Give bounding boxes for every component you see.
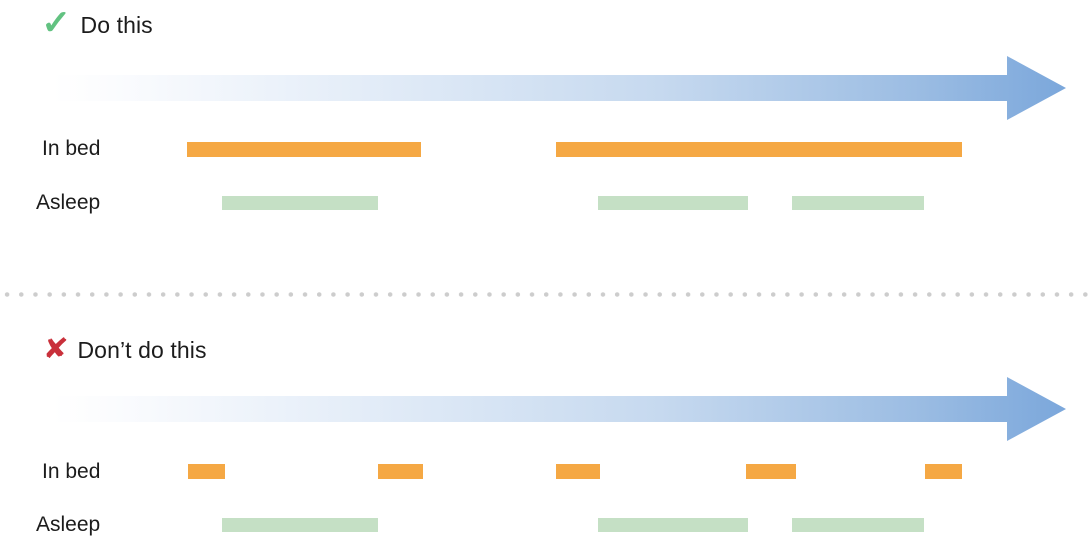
bar-asleep [222,518,378,532]
bar-asleep [792,518,924,532]
bar-in-bed [188,464,225,479]
heading-dont-do-this-label: Don’t do this [77,336,207,363]
bar-in-bed [187,142,421,157]
row-label-in-bed-dont-do-this: In bed [42,460,101,483]
bar-in-bed [378,464,423,479]
bar-in-bed [925,464,962,479]
row-label-asleep-do-this: Asleep [36,191,101,214]
bar-in-bed [556,464,600,479]
heading-do-this: ✓ Do this [41,4,153,42]
bar-asleep [792,196,924,210]
bar-asleep [222,196,378,210]
time-arrow-do-this [52,56,1066,120]
check-icon: ✓ [41,4,72,42]
heading-do-this-label: Do this [80,11,153,38]
bar-asleep [598,196,748,210]
row-label-asleep-dont-do-this: Asleep [36,513,101,536]
bar-asleep [598,518,748,532]
heading-dont-do-this: ✘ Don’t do this [42,332,207,365]
cross-icon: ✘ [42,332,69,365]
bar-in-bed [556,142,962,157]
bar-in-bed [746,464,796,479]
row-label-in-bed-do-this: In bed [42,137,101,160]
time-arrow-dont-do-this [52,377,1066,441]
section-divider [0,292,1089,297]
